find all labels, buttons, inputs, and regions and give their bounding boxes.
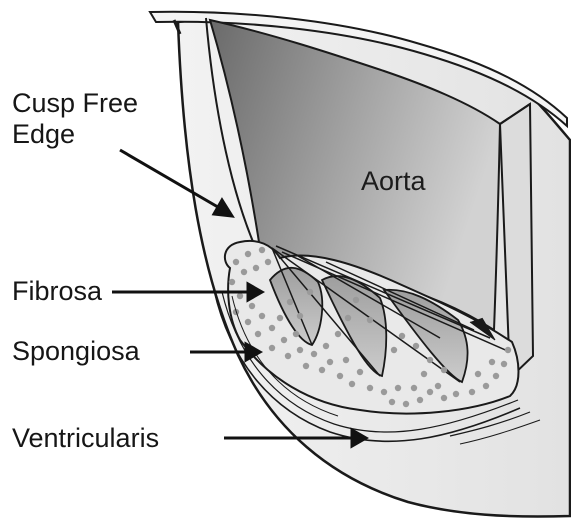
texture-dot [411,385,417,391]
texture-dot [505,347,511,353]
texture-dot [413,343,419,349]
texture-dot [399,333,405,339]
texture-dot [311,351,317,357]
texture-dot [403,401,409,407]
texture-dot [349,381,355,387]
texture-dot [391,347,397,353]
texture-dot [483,383,489,389]
texture-dot [353,297,359,303]
texture-dot [307,289,313,295]
texture-dot [435,383,441,389]
texture-dot [293,331,299,337]
texture-dot [249,303,255,309]
texture-dot [469,389,475,395]
label-aorta: Aorta [361,166,426,197]
texture-dot [389,399,395,405]
label-fibrosa: Fibrosa [12,276,102,307]
texture-dot [259,313,265,319]
texture-dot [501,361,507,367]
texture-dot [345,315,351,321]
texture-dot [269,345,275,351]
texture-dot [253,265,259,271]
label-cusp-free-edge-line2: Edge [12,119,75,150]
texture-dot [281,337,287,343]
texture-dot [265,259,271,265]
texture-dot [493,373,499,379]
texture-dot [489,359,495,365]
texture-dot [241,269,247,275]
texture-dot [453,391,459,397]
texture-dot [421,371,427,377]
texture-dot [327,359,333,365]
texture-dot [245,251,251,257]
texture-dot [287,299,293,305]
texture-dot [337,373,343,379]
texture-dot [357,369,363,375]
texture-dot [335,331,341,337]
texture-dot [297,347,303,353]
texture-dot [381,389,387,395]
texture-dot [303,363,309,369]
label-spongiosa: Spongiosa [12,336,140,367]
texture-dot [245,319,251,325]
texture-dot [427,357,433,363]
texture-dot [237,293,243,299]
texture-dot [367,317,373,323]
texture-dot [229,279,235,285]
texture-dot [259,247,265,253]
texture-dot [277,315,283,321]
texture-dot [475,371,481,377]
texture-dot [323,343,329,349]
texture-dot [255,331,261,337]
texture-dot [427,389,433,395]
texture-dot [441,395,447,401]
texture-dot [233,259,239,265]
label-ventricularis: Ventricularis [12,423,159,454]
texture-dot [285,353,291,359]
texture-dot [319,367,325,373]
texture-dot [417,397,423,403]
label-cusp-free-edge-line1: Cusp Free [12,88,138,119]
texture-dot [343,357,349,363]
texture-dot [441,367,447,373]
texture-dot [297,313,303,319]
texture-dot [269,325,275,331]
texture-dot [395,385,401,391]
texture-dot [367,385,373,391]
